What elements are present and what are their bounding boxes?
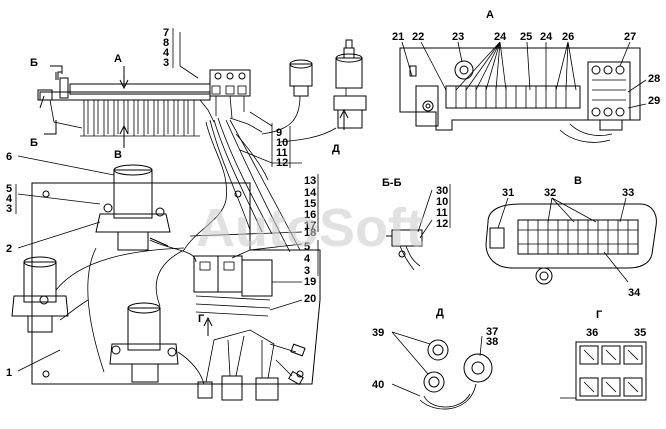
callout-28: 28 (648, 73, 660, 85)
relay-block-19 (193, 255, 273, 317)
callout-4b: 4 (163, 47, 170, 59)
connectors-bottom (197, 329, 306, 401)
callout-37: 37 (486, 326, 498, 338)
ignition-switch (261, 39, 367, 143)
callout-35: 35 (634, 327, 646, 339)
view-g (560, 341, 647, 401)
callout-17: 17 (304, 220, 316, 232)
arrow-g-label: Г (198, 313, 205, 325)
callout-34: 34 (628, 287, 641, 299)
callout-38: 38 (486, 336, 498, 348)
callout-brackets (15, 28, 451, 276)
callout-24a: 24 (494, 31, 507, 43)
callout-11b: 11 (436, 207, 448, 219)
callout-1: 1 (6, 367, 12, 379)
callout-2: 2 (6, 243, 12, 255)
callout-3b: 3 (163, 57, 169, 69)
view-d (391, 331, 493, 410)
section-bb (386, 189, 433, 271)
callout-33: 33 (622, 187, 634, 199)
callout-29: 29 (648, 95, 660, 107)
section-bb-title: Б-Б (382, 177, 402, 189)
leaders-main (17, 32, 349, 372)
callout-7: 7 (163, 27, 169, 39)
fuse-bar-top (37, 69, 263, 137)
relay-left (11, 256, 69, 333)
callout-numbers: 1 2 3 4 5 6 7 8 4 3 9 10 11 12 13 14 15 … (6, 27, 660, 391)
view-a-title: А (486, 9, 494, 21)
section-b-marker-bottom: Б (30, 137, 38, 149)
arrow-d-label: Д (332, 143, 340, 155)
view-labels: А Б Б А В Д Г Б-Б В Д Г (30, 9, 603, 325)
view-v (485, 197, 657, 285)
relay-6 (95, 164, 171, 251)
arrow-a-label: А (114, 53, 122, 65)
callout-14: 14 (304, 187, 317, 199)
callout-19: 19 (304, 276, 316, 288)
callout-8: 8 (163, 37, 169, 49)
relay-bottom (109, 302, 179, 383)
watermark-text: AutoSoft (196, 198, 424, 258)
callout-22: 22 (412, 31, 424, 43)
callout-21: 21 (392, 31, 404, 43)
callout-32: 32 (544, 187, 556, 199)
callout-31: 31 (502, 187, 514, 199)
view-v-title: В (574, 175, 582, 187)
view-g-title: Г (596, 309, 603, 321)
callout-15: 15 (304, 198, 316, 210)
callout-3c: 3 (304, 265, 310, 277)
callout-20: 20 (304, 293, 316, 305)
callout-9: 9 (276, 127, 282, 139)
arrow-v-label: В (114, 149, 122, 161)
callout-25: 25 (520, 31, 532, 43)
callout-36: 36 (586, 327, 598, 339)
callout-24b: 24 (540, 31, 553, 43)
callout-4c: 4 (304, 253, 311, 265)
callout-39: 39 (372, 327, 384, 339)
view-a (399, 41, 647, 143)
callout-4a: 4 (6, 193, 13, 205)
view-d-title: Д (436, 307, 444, 319)
callout-12b: 12 (436, 218, 448, 230)
callout-12: 12 (276, 157, 288, 169)
callout-27: 27 (624, 31, 636, 43)
callout-40: 40 (372, 379, 384, 391)
callout-5b: 5 (304, 241, 310, 253)
callout-23: 23 (452, 31, 464, 43)
callout-10: 10 (276, 137, 288, 149)
callout-13: 13 (304, 175, 316, 187)
callout-10b: 10 (436, 196, 448, 208)
callout-18: 18 (304, 227, 316, 239)
callout-6: 6 (6, 151, 12, 163)
callout-26: 26 (562, 31, 574, 43)
callout-30: 30 (436, 185, 448, 197)
harness-wires (55, 117, 301, 385)
callout-3a: 3 (6, 203, 12, 215)
callout-16: 16 (304, 209, 316, 221)
section-b-marker-top: Б (30, 57, 38, 69)
callout-5a: 5 (6, 183, 12, 195)
callout-11: 11 (276, 147, 288, 159)
